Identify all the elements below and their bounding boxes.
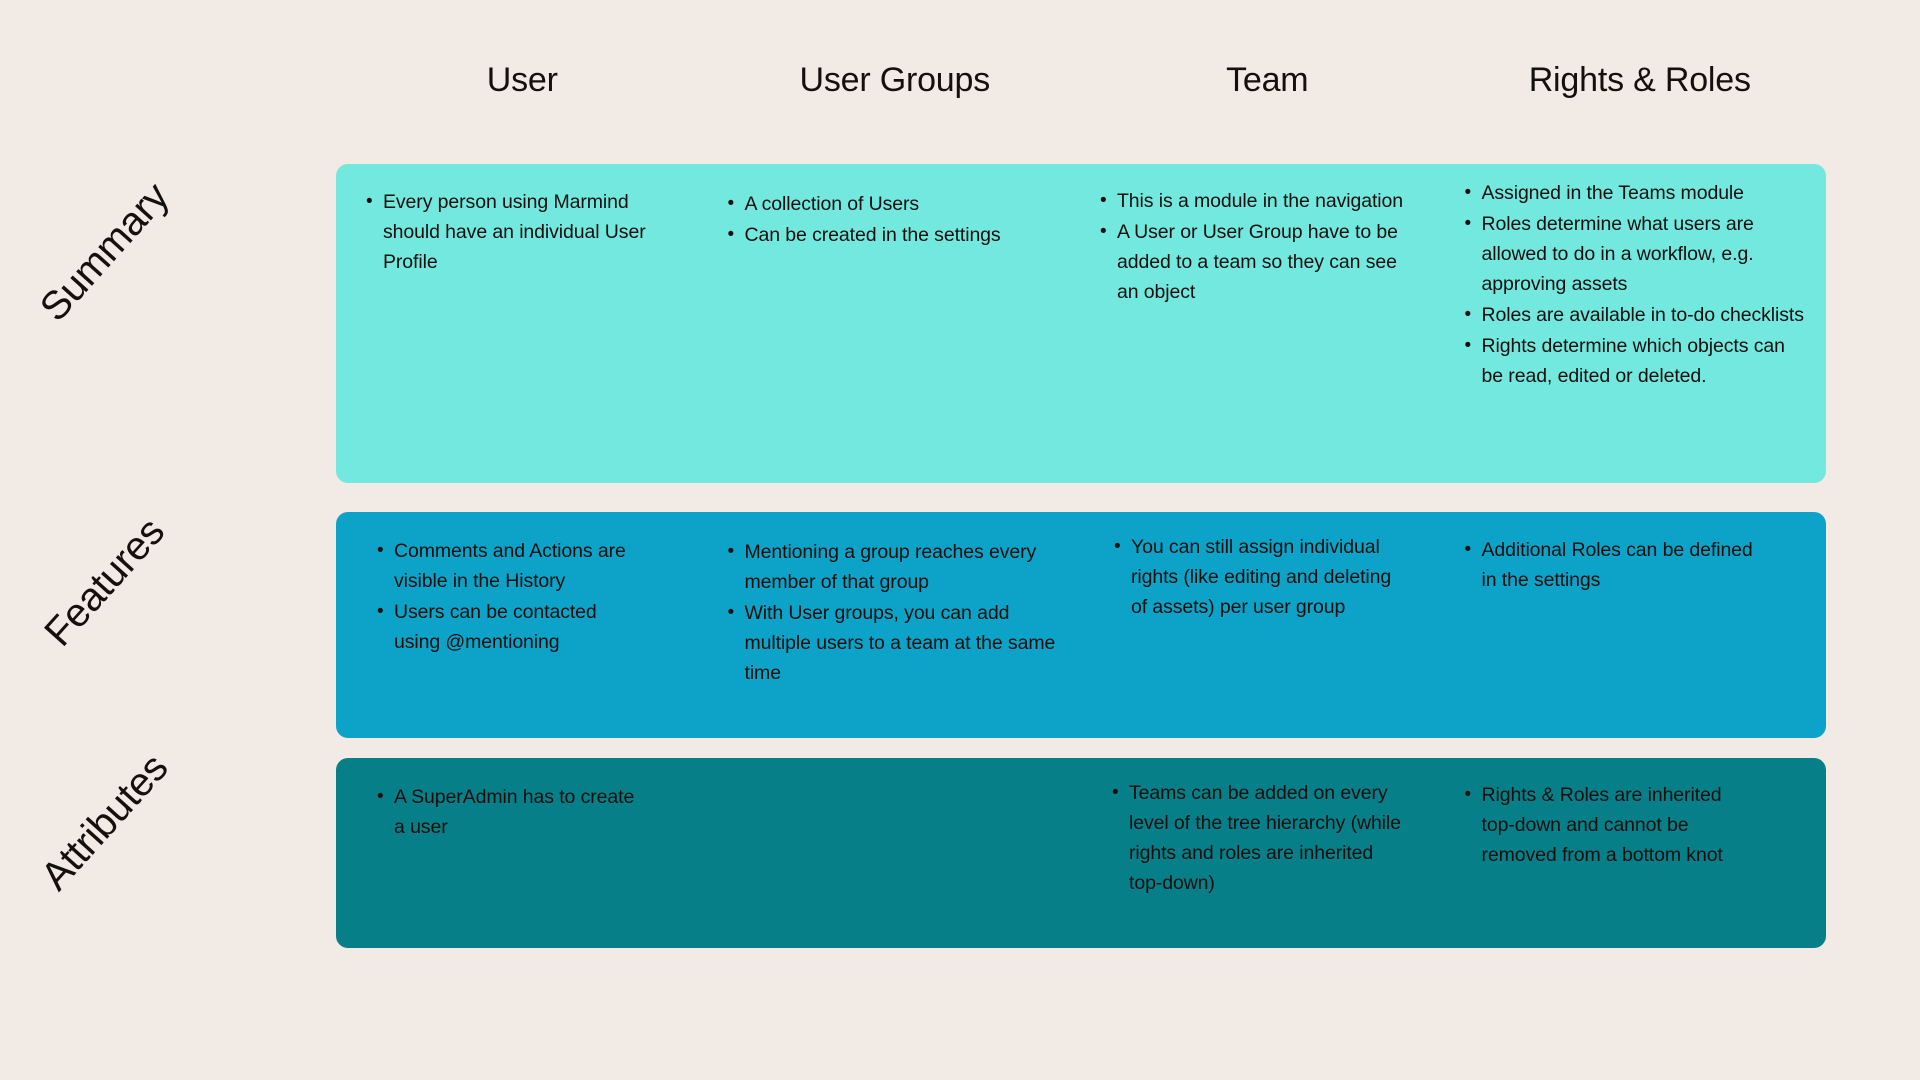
row-band-summary: Every person using Marmind should have a… [336, 164, 1826, 483]
cell-attributes-rights-roles: Rights & Roles are inherited top-down an… [1454, 758, 1827, 948]
cell-attributes-user: A SuperAdmin has to create a user [336, 758, 709, 948]
column-header-user-groups: User Groups [799, 61, 991, 99]
row-label-features: Features [36, 509, 173, 655]
bullet-item: A User or User Group have to be added to… [1100, 217, 1404, 307]
cell-features-user: Comments and Actions are visible in the … [336, 512, 709, 738]
row-label-attributes: Attributes [32, 745, 177, 899]
bullet-list: Rights & Roles are inherited top-down an… [1454, 758, 1827, 870]
column-header-rights-roles: Rights & Roles [1528, 61, 1751, 99]
cell-attributes-team: Teams can be added on every level of the… [1081, 758, 1454, 948]
bullet-item: Mentioning a group reaches every member … [728, 537, 1062, 597]
bullet-item: You can still assign individual rights (… [1114, 532, 1404, 622]
bullet-item: Rights & Roles are inherited top-down an… [1465, 780, 1742, 870]
bullet-item: Rights determine which objects can be re… [1465, 331, 1807, 391]
cell-features-rights-roles: Additional Roles can be defined in the s… [1454, 512, 1827, 738]
column-header-row: User User Groups Team Rights & Roles [336, 50, 1826, 110]
bullet-list: A SuperAdmin has to create a user [336, 758, 709, 842]
bullet-list: Mentioning a group reaches every member … [709, 512, 1082, 688]
bullet-list: Every person using Marmind should have a… [336, 164, 709, 277]
bullet-item: A collection of Users [728, 189, 1062, 219]
cell-features-user-groups: Mentioning a group reaches every member … [709, 512, 1082, 738]
bullet-list [709, 758, 1082, 782]
cell-attributes-user-groups [709, 758, 1082, 948]
row-band-features: Comments and Actions are visible in the … [336, 512, 1826, 738]
column-header-team: Team [1226, 61, 1309, 99]
cell-summary-user: Every person using Marmind should have a… [336, 164, 709, 483]
bullet-list: Comments and Actions are visible in the … [336, 512, 709, 657]
row-band-attributes: A SuperAdmin has to create a user Teams … [336, 758, 1826, 948]
bullet-item: With User groups, you can add multiple u… [728, 598, 1062, 688]
cell-features-team: You can still assign individual rights (… [1081, 512, 1454, 738]
bullet-item: Teams can be added on every level of the… [1112, 778, 1409, 898]
bullet-item: Users can be contacted using @mentioning [377, 597, 639, 657]
bullet-item: A SuperAdmin has to create a user [377, 782, 649, 842]
bullet-list: A collection of UsersCan be created in t… [709, 164, 1082, 250]
bullet-list: Teams can be added on every level of the… [1081, 758, 1454, 898]
bullet-item: Additional Roles can be defined in the s… [1465, 535, 1767, 595]
row-label-summary: Summary [31, 174, 178, 330]
bullet-list: Additional Roles can be defined in the s… [1454, 512, 1827, 595]
bullet-list: Assigned in the Teams moduleRoles determ… [1454, 164, 1827, 391]
bullet-item: Can be created in the settings [728, 220, 1062, 250]
bullet-list: This is a module in the navigationA User… [1081, 164, 1454, 307]
column-header-user: User [486, 61, 558, 99]
bullet-list: You can still assign individual rights (… [1081, 512, 1454, 622]
bullet-item: Assigned in the Teams module [1465, 178, 1807, 208]
bullet-item: Every person using Marmind should have a… [366, 187, 649, 277]
bullet-item: Roles are available in to-do checklists [1465, 300, 1807, 330]
bullet-item: This is a module in the navigation [1100, 186, 1404, 216]
cell-summary-rights-roles: Assigned in the Teams moduleRoles determ… [1454, 164, 1827, 483]
cell-summary-team: This is a module in the navigationA User… [1081, 164, 1454, 483]
bullet-item: Roles determine what users are allowed t… [1465, 209, 1807, 299]
bullet-item: Comments and Actions are visible in the … [377, 536, 639, 596]
cell-summary-user-groups: A collection of UsersCan be created in t… [709, 164, 1082, 483]
